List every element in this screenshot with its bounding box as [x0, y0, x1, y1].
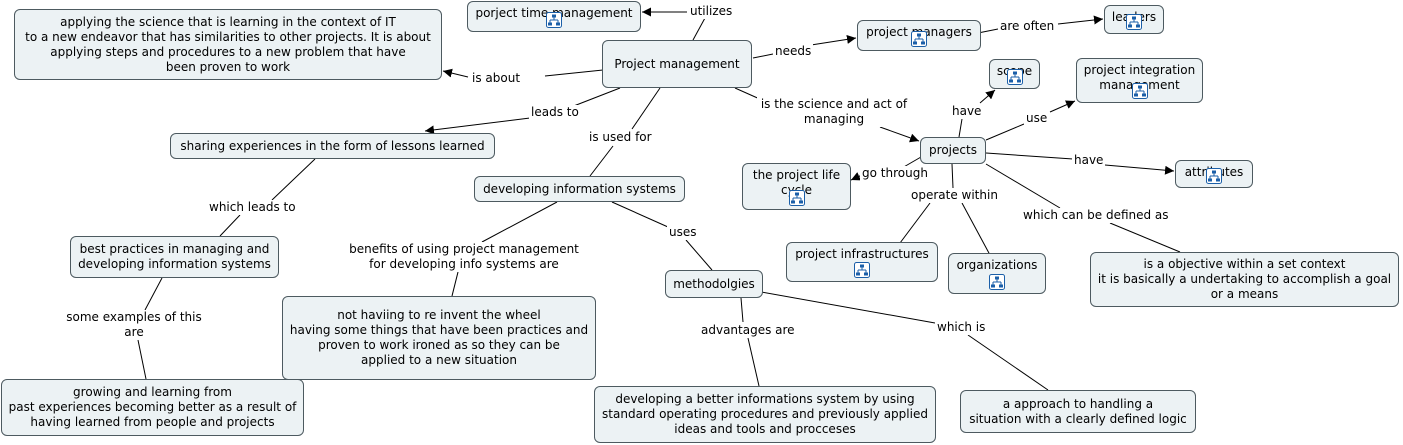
node-label: projects [929, 143, 977, 157]
node-developing-information-systems[interactable]: developing information systems [474, 176, 685, 202]
node-organizations[interactable]: organizations [948, 253, 1046, 294]
node-objective-definition[interactable]: is a objective within a set context it i… [1090, 252, 1399, 307]
node-growing-learning[interactable]: growing and learning from past experienc… [1, 379, 304, 436]
concept-map-icon[interactable] [546, 12, 562, 28]
link-label-leads-to[interactable]: leads to [529, 105, 581, 120]
node-project-management[interactable]: Project management [602, 40, 752, 88]
link-label-have-scope[interactable]: have [950, 104, 984, 119]
link-label-have-attributes[interactable]: have [1072, 153, 1106, 168]
node-label: is a objective within a set context it i… [1097, 257, 1392, 301]
concept-map-icon[interactable] [788, 190, 805, 206]
node-sharing-experiences[interactable]: sharing experiences in the form of lesso… [170, 133, 495, 159]
link-label-benefits[interactable]: benefits of using project management for… [344, 242, 584, 272]
concept-map-icon[interactable] [1006, 69, 1023, 85]
node-project-managers[interactable]: project managers [857, 20, 981, 51]
concept-map-icon[interactable] [1206, 168, 1222, 184]
concept-map-icon[interactable] [989, 274, 1005, 290]
node-label: porject time management [475, 6, 633, 20]
link-label-use[interactable]: use [1024, 111, 1050, 126]
node-project-integration-management[interactable]: project integration management [1076, 58, 1203, 103]
node-label: sharing experiences in the form of lesso… [180, 138, 485, 153]
node-label: a approach to handling a situation with … [969, 396, 1187, 426]
link-label-is-the-science[interactable]: is the science and act of managing [757, 97, 911, 127]
node-label: developing information systems [483, 181, 676, 196]
link-label-are-often[interactable]: are often [998, 19, 1057, 34]
link-label-is-about[interactable]: is about [470, 71, 523, 86]
node-attributes[interactable]: attributes [1175, 160, 1253, 188]
concept-map-icon[interactable] [854, 262, 870, 278]
node-label: methodolgies [673, 276, 755, 291]
link-label-utilizes[interactable]: utilizes [688, 4, 735, 19]
link-label-some-examples[interactable]: some examples of this are [61, 310, 207, 340]
concept-map-icon[interactable] [1126, 14, 1142, 30]
node-label: best practices in managing and developin… [78, 242, 271, 271]
link-label-which-is[interactable]: which is [935, 320, 988, 335]
link-label-uses[interactable]: uses [667, 225, 699, 240]
node-not-reinvent-wheel[interactable]: not haviing to re invent the wheel havin… [282, 296, 596, 380]
concept-map-icon[interactable] [911, 31, 927, 47]
node-better-information-system[interactable]: developing a better informations system … [594, 386, 936, 443]
node-best-practices[interactable]: best practices in managing and developin… [70, 236, 279, 278]
link-label-is-used-for[interactable]: is used for [587, 130, 654, 145]
node-label: not haviing to re invent the wheel havin… [289, 308, 589, 367]
node-label: developing a better informations system … [602, 392, 928, 436]
node-approach[interactable]: a approach to handling a situation with … [960, 390, 1196, 433]
link-label-go-through[interactable]: go through [860, 166, 930, 181]
node-project-infrastructures[interactable]: project infrastructures [786, 242, 938, 282]
node-project-life-cycle[interactable]: the project life cycle [742, 163, 851, 210]
node-label: applying the science that is learning in… [25, 14, 431, 74]
node-projects[interactable]: projects [920, 137, 986, 164]
node-methodologies[interactable]: methodolgies [665, 270, 763, 298]
link-label-advantages-are[interactable]: advantages are [699, 323, 797, 338]
node-label: project infrastructures [795, 247, 929, 261]
node-leaders[interactable]: leaders [1104, 5, 1164, 34]
node-project-time-management[interactable]: porject time management [467, 1, 641, 32]
node-label: growing and learning from past experienc… [8, 385, 297, 429]
link-label-operate-within[interactable]: operate within [909, 188, 1000, 203]
concept-map-icon[interactable] [1131, 83, 1148, 99]
link-label-needs[interactable]: needs [773, 44, 814, 59]
link-label-which-can-be-defined-as[interactable]: which can be defined as [1021, 208, 1171, 223]
node-label: Project management [614, 56, 740, 71]
node-is-about-text[interactable]: applying the science that is learning in… [14, 9, 442, 80]
node-label: organizations [956, 258, 1038, 272]
node-scope[interactable]: scope [989, 59, 1040, 89]
link-label-which-leads-to[interactable]: which leads to [207, 200, 298, 215]
